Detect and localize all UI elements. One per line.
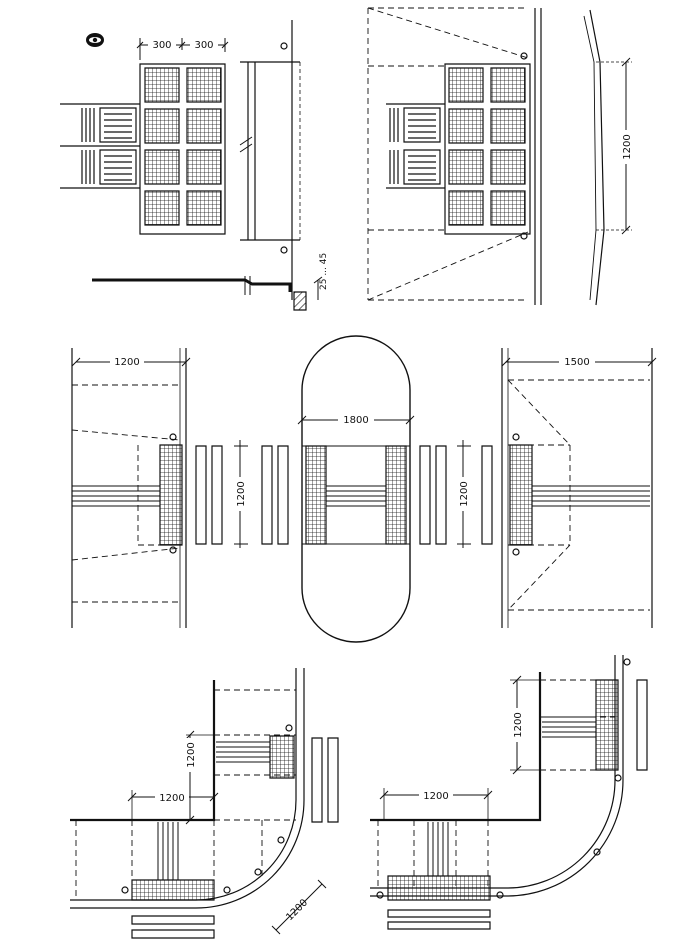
building-corner-right — [370, 672, 540, 820]
panel-top-left-plan: 300 300 — [60, 20, 329, 310]
panel-top-right-plan: 1200 — [368, 8, 633, 305]
dim-label-1200-corner-right-horizontal: 1200 — [423, 791, 448, 802]
panel-bottom-left-corner — [70, 668, 338, 938]
dim-label-1200-corner-radius: 1200 — [284, 897, 310, 923]
eye-icon — [86, 33, 104, 47]
dim-label-1200-crossing-right: 1200 — [459, 481, 470, 506]
guidance-strip-tiles-right — [386, 104, 445, 188]
tactile-warning-tiles — [140, 64, 225, 234]
dim-label-1200-corner-right-vertical: 1200 — [513, 712, 524, 737]
dim-label-300-b: 300 — [194, 40, 213, 51]
dim-label-1200-ramp: 1200 — [622, 134, 633, 159]
curb-edge-right — [521, 8, 541, 305]
guidance-strip-tiles — [60, 104, 140, 188]
curb-curve-left — [70, 668, 304, 908]
traffic-island — [298, 336, 414, 642]
curb-section — [92, 276, 322, 310]
dim-label-1200-left-depth: 1200 — [114, 357, 139, 368]
curb-curve-right — [370, 655, 623, 896]
curb-edge — [240, 20, 300, 300]
dim-label-1200-corner-left-vertical: 1200 — [186, 742, 197, 767]
tactile-warning-tiles-right — [445, 64, 530, 234]
dim-label-300-a: 300 — [152, 40, 171, 51]
left-sidewalk — [72, 348, 190, 628]
right-sidewalk — [502, 348, 656, 628]
dim-label-1800-island: 1800 — [343, 415, 368, 426]
panel-middle-crossing-plan: 1200 1200 1800 — [72, 336, 656, 642]
dim-label-1200-crossing-left: 1200 — [236, 481, 247, 506]
zebra-stripes-left — [196, 440, 288, 548]
dim-label-curb-height: 25 ... 45 — [319, 253, 329, 290]
dim-label-1500-right-depth: 1500 — [564, 357, 589, 368]
dim-label-1200-corner-left-horizontal: 1200 — [159, 793, 184, 804]
panel-bottom-right-corner — [370, 655, 647, 929]
